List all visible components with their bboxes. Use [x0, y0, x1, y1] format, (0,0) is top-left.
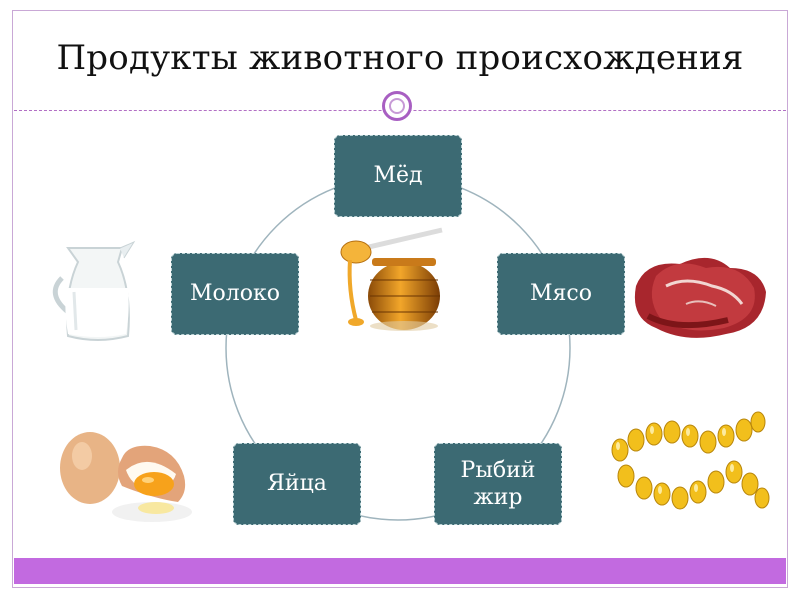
milk-jug-icon: [46, 238, 142, 346]
node-eggs[interactable]: Яйца: [233, 443, 361, 525]
node-milk[interactable]: Молоко: [171, 253, 299, 335]
fish-oil-capsules-icon: [604, 410, 772, 514]
node-fish-oil[interactable]: Рыбий жир: [434, 443, 562, 525]
node-fish-oil-label: Рыбий жир: [457, 457, 539, 512]
node-honey[interactable]: Мёд: [334, 135, 462, 217]
node-milk-label: Молоко: [190, 280, 280, 308]
meat-steaks-icon: [626, 246, 776, 346]
honey-jar-icon: [336, 222, 448, 334]
node-meat-label: Мясо: [530, 280, 592, 308]
node-honey-label: Мёд: [373, 162, 422, 190]
bottom-accent-bar: [14, 558, 786, 584]
node-meat[interactable]: Мясо: [497, 253, 625, 335]
eggs-icon: [30, 418, 200, 534]
node-eggs-label: Яйца: [267, 470, 327, 498]
